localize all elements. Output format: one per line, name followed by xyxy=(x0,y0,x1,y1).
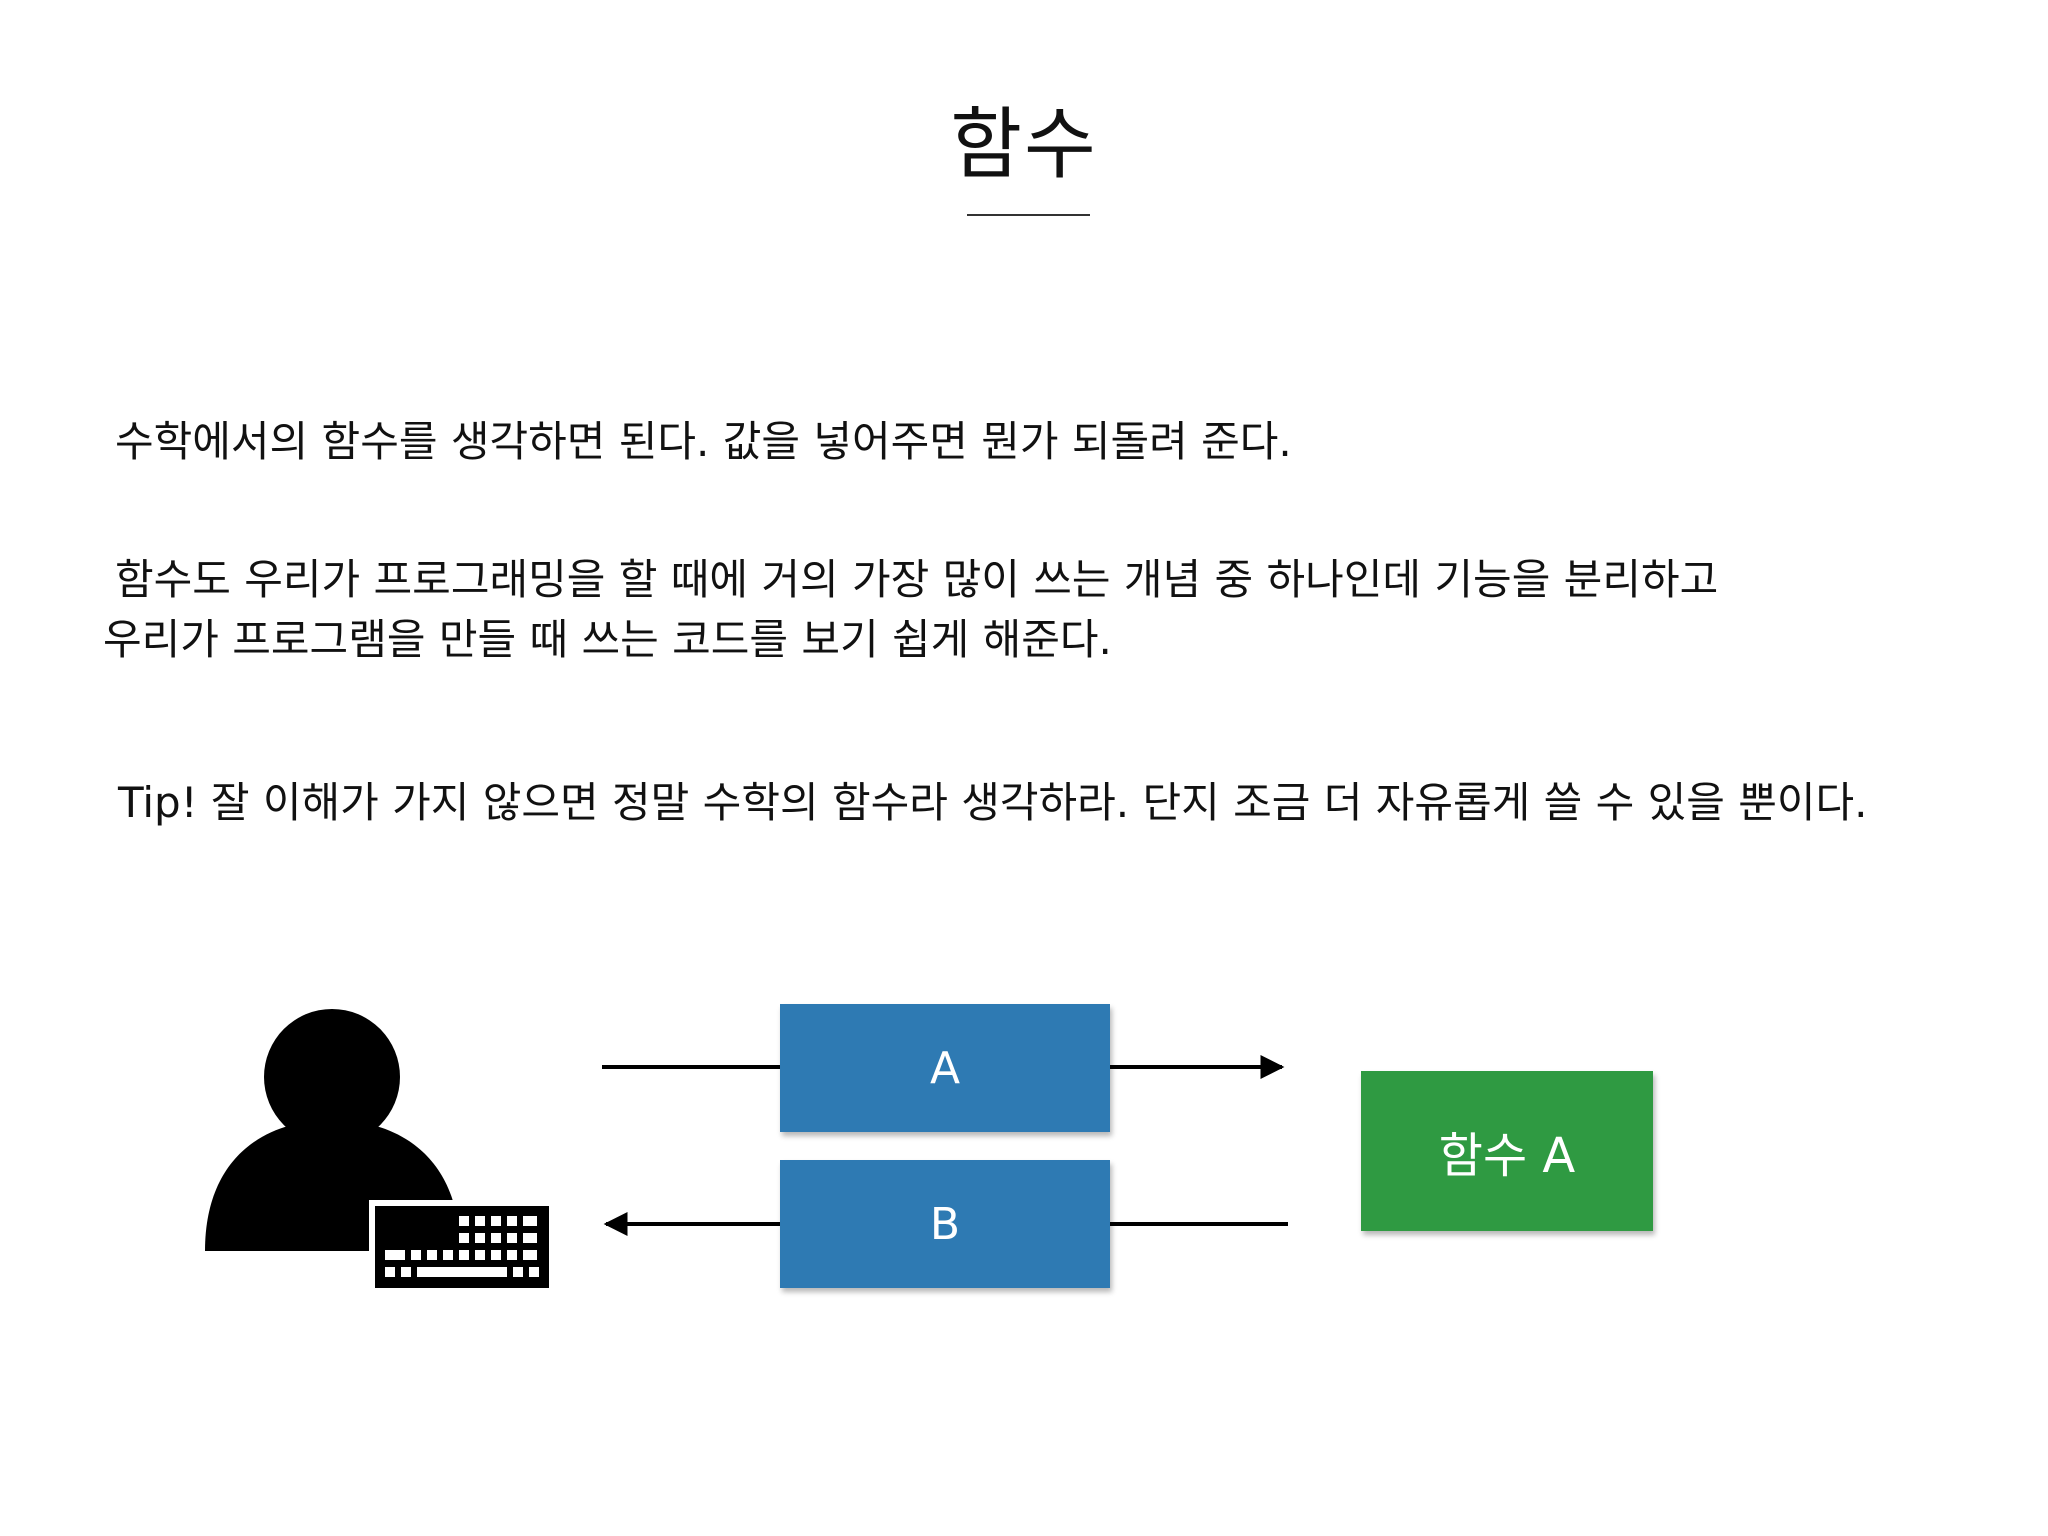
input-value-label: A xyxy=(929,1042,961,1094)
output-value-box: B xyxy=(780,1160,1110,1288)
paragraph-1: 수학에서의 함수를 생각하면 된다. 값을 넣어주면 뭔가 되돌려 준다. xyxy=(115,417,1292,466)
output-value-label: B xyxy=(929,1198,961,1250)
tip-paragraph: Tip! 잘 이해가 가지 않으면 정말 수학의 함수라 생각하라. 단지 조금… xyxy=(118,778,1868,827)
paragraph-2-line-1: 함수도 우리가 프로그래밍을 할 때에 거의 가장 많이 쓰는 개념 중 하나인… xyxy=(115,555,1719,604)
function-box-label: 함수 A xyxy=(1438,1128,1576,1184)
slide-title: 함수 xyxy=(950,100,1098,190)
user-at-keyboard-icon xyxy=(205,1009,555,1294)
input-value-box: A xyxy=(780,1004,1110,1132)
title-divider xyxy=(967,214,1090,216)
function-box: 함수 A xyxy=(1361,1071,1653,1231)
paragraph-2-line-2: 우리가 프로그램을 만들 때 쓰는 코드를 보기 쉽게 해준다. xyxy=(103,615,1112,664)
